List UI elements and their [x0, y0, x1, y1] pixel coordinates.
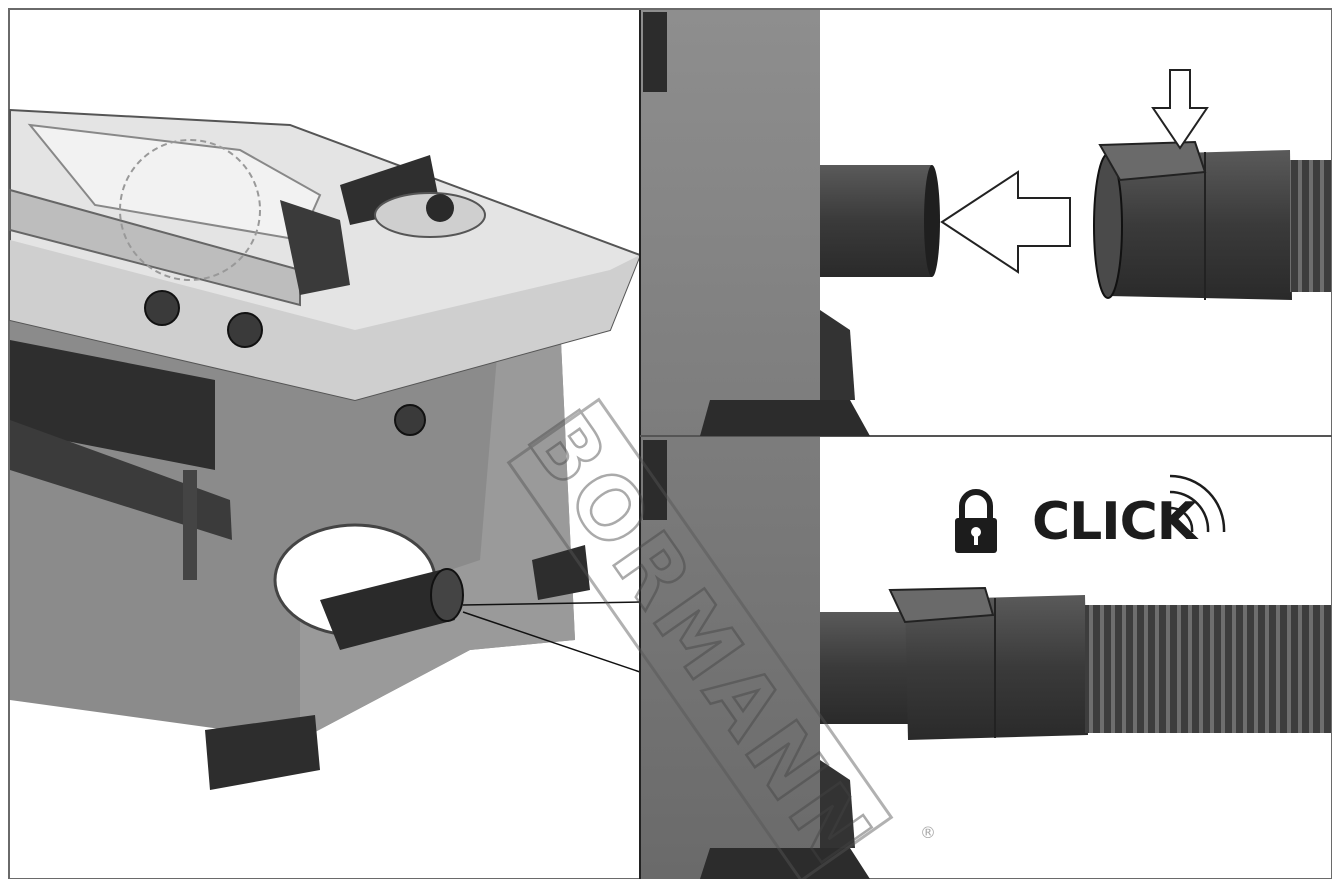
click-label: CLICK [1032, 492, 1197, 552]
rail-bracket [183, 470, 197, 580]
arrow-left-icon [940, 170, 1071, 274]
wall-clip-top [643, 12, 667, 92]
dust-port-pipe [320, 570, 455, 650]
coupling-latch [1098, 140, 1207, 182]
saw-blade [119, 139, 261, 281]
watermark-registered-mark: ® [920, 823, 936, 842]
wall-clip-bottom [643, 440, 667, 520]
table-saw-illustration [9, 108, 642, 790]
detail-line-bottom [462, 611, 641, 673]
hose-ribbed [1290, 160, 1332, 292]
saw-foot-rear [532, 545, 590, 600]
padlock-icon [955, 489, 997, 553]
detail-line-top [462, 601, 641, 606]
cabinet-wall-detail [640, 10, 820, 879]
miter-knob [426, 194, 454, 222]
hose-coupling-connected [905, 595, 1088, 740]
foot-upright-bottom [820, 760, 855, 848]
table-lock-knob [394, 404, 426, 436]
sound-waves-icon [1169, 474, 1226, 533]
side-rail [10, 420, 232, 540]
saw-table-edge [10, 240, 640, 400]
arrow-down-icon [1151, 69, 1209, 150]
coupling-latch-locked [888, 586, 995, 624]
dust-port-pipe-end [430, 568, 464, 622]
foot-detail-top [700, 400, 870, 436]
foot-detail-bottom [700, 848, 870, 879]
rip-fence [9, 188, 301, 307]
hose-coupling [1105, 150, 1292, 300]
fence-knob-left [144, 290, 180, 326]
watermark-frame [506, 397, 894, 883]
saw-foot-front [205, 715, 320, 790]
dust-port-stub-connected [820, 612, 912, 724]
dust-port-stub-rim [924, 165, 940, 277]
foot-upright-top [820, 310, 855, 400]
hose-ribbed-connected [1085, 605, 1332, 733]
saw-front-slot [10, 340, 215, 470]
fence-knob-right [227, 312, 263, 348]
dust-port-stub [820, 165, 932, 277]
riving-knife [280, 200, 350, 295]
step-insert-panel [643, 12, 1332, 436]
step-locked-panel [643, 440, 1332, 879]
